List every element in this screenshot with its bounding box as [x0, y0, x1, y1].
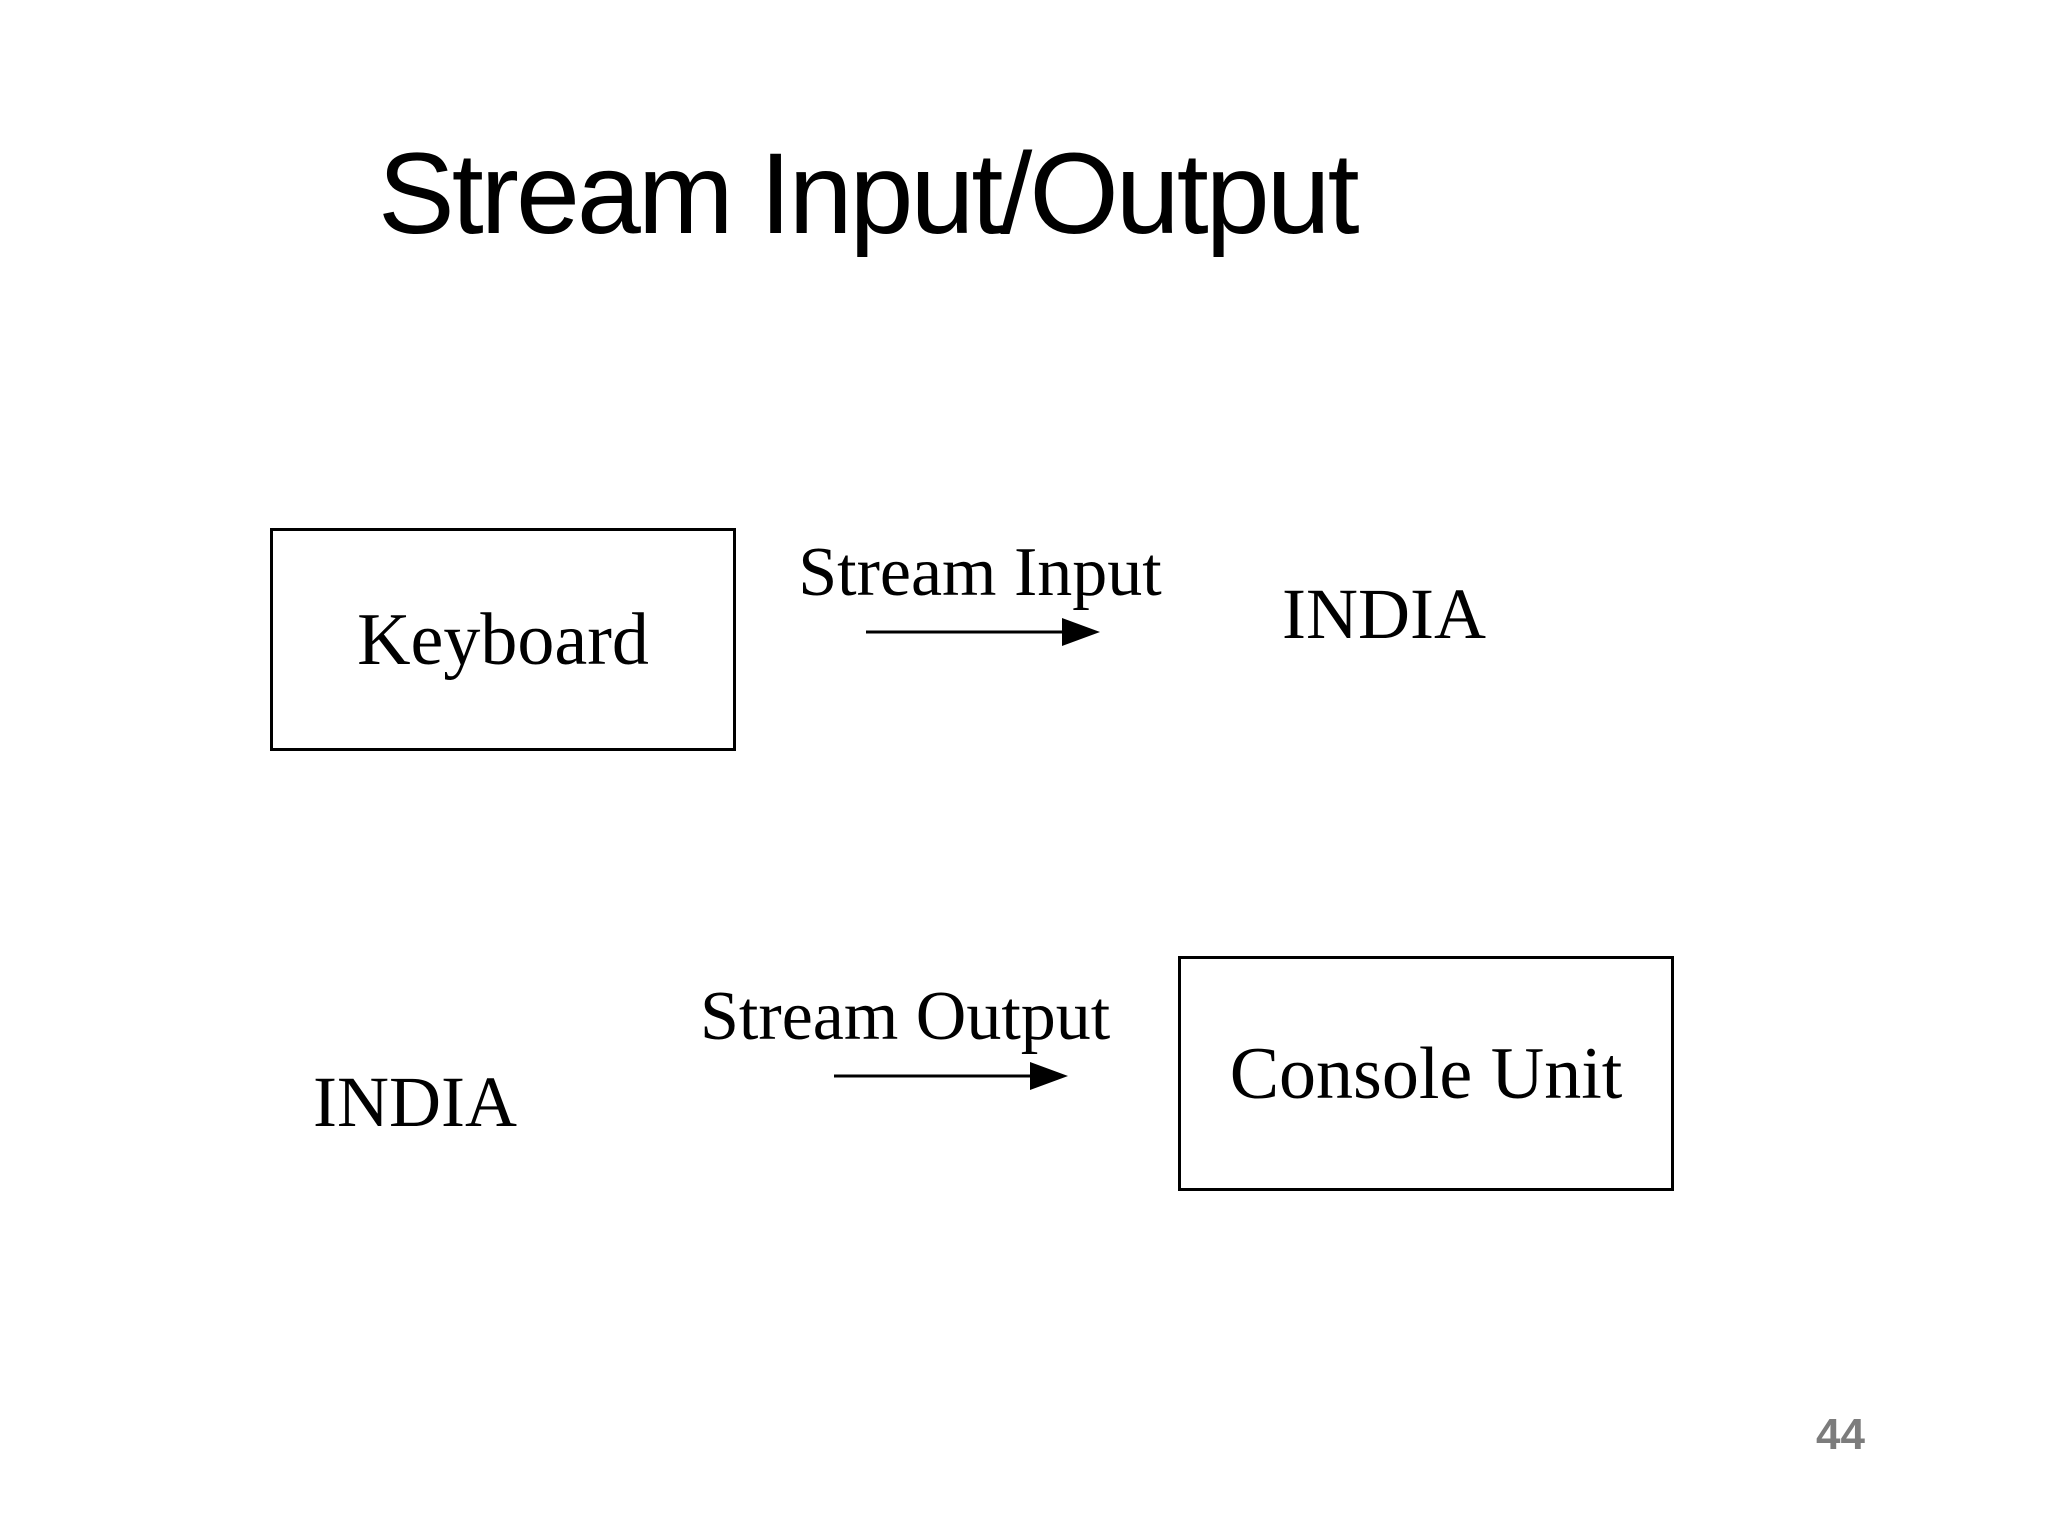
console-unit-box-label: Console Unit — [1229, 1032, 1623, 1115]
console-unit-box: Console Unit — [1178, 956, 1674, 1191]
stream-output-source-text: INDIA — [313, 1062, 517, 1142]
stream-input-label: Stream Input — [798, 534, 1162, 611]
page-number: 44 — [1816, 1410, 1865, 1459]
page-title: Stream Input/Output — [378, 130, 1360, 258]
stream-output-label: Stream Output — [700, 978, 1111, 1055]
stream-input-result-text: INDIA — [1282, 574, 1486, 654]
arrow-right-icon — [866, 618, 1100, 646]
keyboard-box-label: Keyboard — [357, 598, 649, 681]
arrow-right-icon — [834, 1062, 1068, 1090]
keyboard-box: Keyboard — [270, 528, 736, 751]
